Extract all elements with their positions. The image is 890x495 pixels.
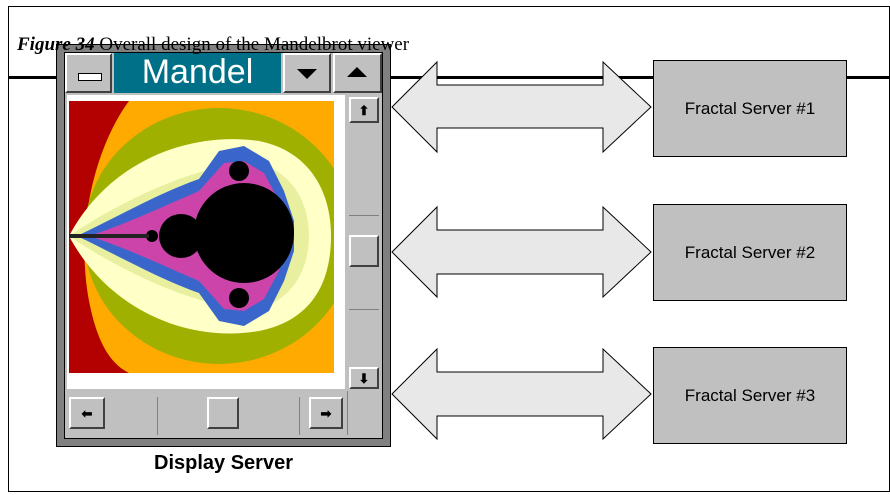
system-menu-button[interactable] xyxy=(65,53,112,93)
double-arrow-server-1 xyxy=(391,60,652,154)
window-body: Mandel xyxy=(64,52,383,439)
fractal-server-3: Fractal Server #3 xyxy=(653,347,847,444)
vertical-scroll-thumb[interactable] xyxy=(349,235,379,267)
fractal-server-2: Fractal Server #2 xyxy=(653,204,847,301)
scrollbar-corner xyxy=(347,391,382,435)
scroll-track-divider xyxy=(157,397,158,435)
scroll-track-divider xyxy=(349,215,379,216)
horizontal-scroll-thumb[interactable] xyxy=(207,397,239,429)
window-title: Mandel xyxy=(141,53,254,91)
display-server-label: Display Server xyxy=(154,452,293,474)
figure-caption-text: Overall design of the Mandelbrot viewer xyxy=(94,34,410,55)
double-arrow-server-2 xyxy=(391,205,652,299)
figure-caption: Figure 34 Overall design of the Mandelbr… xyxy=(17,34,409,56)
horizontal-scrollbar[interactable]: ⬅ ➡ xyxy=(67,391,345,435)
fractal-server-label: Fractal Server #3 xyxy=(684,385,816,405)
mandelbrot-cardioid xyxy=(194,183,294,283)
fractal-outer-band xyxy=(69,101,129,373)
scroll-track-divider xyxy=(349,309,379,310)
mandelbrot-top-bulb xyxy=(229,161,249,181)
mandelbrot-small-bulb xyxy=(146,230,158,242)
scroll-left-button[interactable]: ⬅ xyxy=(69,397,105,429)
arrow-left-icon: ⬅ xyxy=(81,405,93,421)
fractal-server-label: Fractal Server #2 xyxy=(684,242,816,262)
up-triangle-icon xyxy=(347,67,367,77)
minimize-button[interactable] xyxy=(283,53,331,93)
down-triangle-icon xyxy=(297,69,317,79)
mandelbrot-image xyxy=(69,101,334,373)
scroll-track-divider xyxy=(299,397,300,435)
vertical-scrollbar[interactable]: ⬆ ⬇ xyxy=(347,95,382,389)
scroll-up-button[interactable]: ⬆ xyxy=(349,97,379,123)
fractal-view xyxy=(67,95,345,389)
arrow-down-icon: ⬇ xyxy=(358,370,370,386)
system-menu-icon xyxy=(78,73,102,81)
mandelbrot-bulb xyxy=(159,214,203,258)
scroll-down-button[interactable]: ⬇ xyxy=(349,367,379,389)
mandelbrot-antenna xyxy=(69,234,149,238)
window-titlebar[interactable]: Mandel xyxy=(114,53,281,93)
figure-number: Figure 34 xyxy=(17,34,95,55)
arrow-up-icon: ⬆ xyxy=(358,102,370,118)
display-server-window: Mandel xyxy=(56,44,391,447)
caption-rule xyxy=(8,76,890,79)
scroll-right-button[interactable]: ➡ xyxy=(309,397,343,429)
arrow-right-icon: ➡ xyxy=(320,405,332,421)
maximize-button[interactable] xyxy=(333,53,382,93)
fractal-server-label: Fractal Server #1 xyxy=(684,98,816,118)
mandelbrot-bottom-bulb xyxy=(229,288,249,308)
fractal-server-1: Fractal Server #1 xyxy=(653,60,847,157)
double-arrow-server-3 xyxy=(391,347,652,441)
